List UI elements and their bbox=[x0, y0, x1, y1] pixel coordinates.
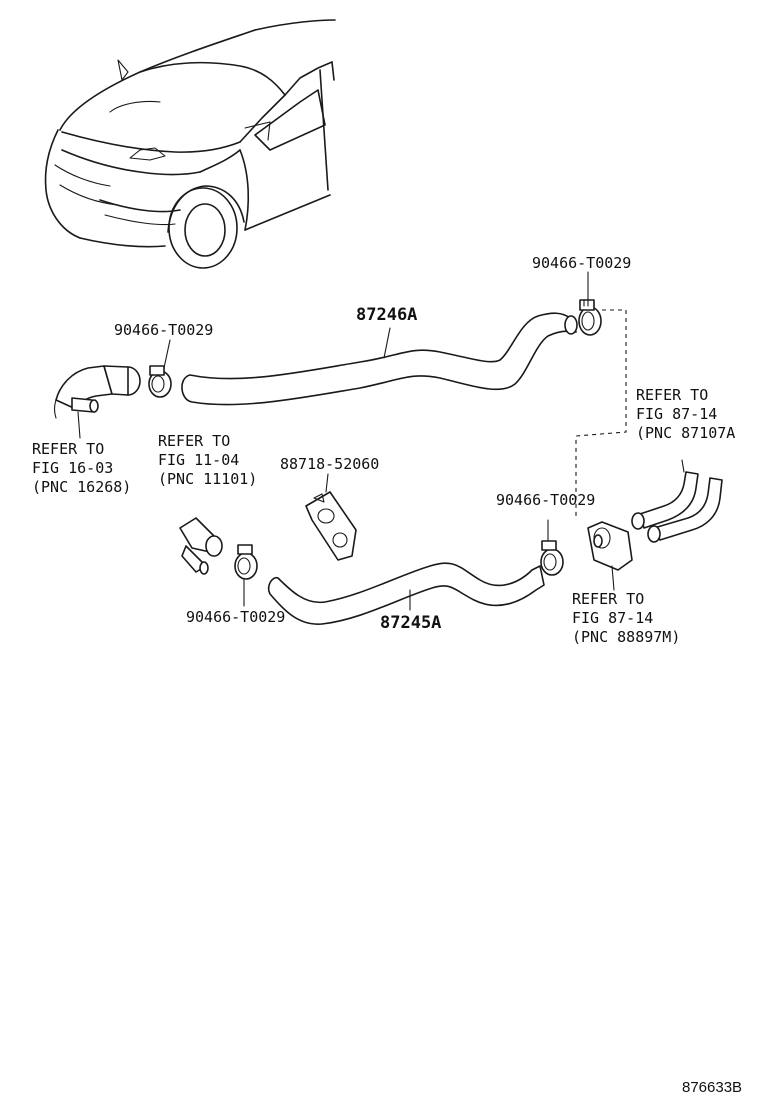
label-refer-87-14-upper-line3: (PNC 87107A bbox=[636, 424, 736, 442]
clamp-top-right bbox=[578, 299, 602, 336]
label-refer-87-14-lower-line3: (PNC 88897M) bbox=[572, 628, 681, 646]
clamp-lower-right bbox=[540, 540, 564, 576]
label-refer-87-14-upper-line2: FIG 87-14 bbox=[636, 405, 718, 423]
clamp-lower-left bbox=[234, 544, 258, 580]
document-code: 876633B bbox=[682, 1079, 743, 1096]
label-refer-87-14-lower-line2: FIG 87-14 bbox=[572, 609, 654, 627]
label-hose-upper: 87246A bbox=[356, 305, 418, 325]
label-refer-11-04-line3: (PNC 11101) bbox=[158, 470, 258, 488]
vehicle-illustration bbox=[44, 19, 336, 269]
bracket-88718 bbox=[305, 491, 357, 561]
heater-pipes bbox=[631, 459, 723, 543]
label-clamp-top-right: 90466-T0029 bbox=[532, 254, 632, 272]
engine-pipe-left bbox=[53, 365, 141, 419]
label-refer-16-03-line1: REFER TO bbox=[32, 440, 105, 458]
label-refer-87-14-upper-line1: REFER TO bbox=[636, 386, 709, 404]
label-clamp-right-lower: 90466-T0029 bbox=[496, 491, 596, 509]
label-refer-87-14-lower-line1: REFER TO bbox=[572, 590, 645, 608]
label-clamp-bottom-left: 90466-T0029 bbox=[186, 608, 286, 626]
hose-87245a bbox=[267, 562, 545, 625]
heater-connector bbox=[587, 521, 633, 591]
clamp-left bbox=[148, 365, 172, 398]
label-hose-lower: 87245A bbox=[380, 613, 442, 633]
label-refer-16-03-line3: (PNC 16268) bbox=[32, 478, 132, 496]
label-refer-11-04-line2: FIG 11-04 bbox=[158, 451, 240, 469]
engine-fitting-lower bbox=[179, 517, 223, 575]
label-clamp-left: 90466-T0029 bbox=[114, 321, 214, 339]
label-refer-11-04-line1: REFER TO bbox=[158, 432, 231, 450]
label-refer-16-03-line2: FIG 16-03 bbox=[32, 459, 114, 477]
hose-87246a bbox=[181, 312, 578, 406]
label-bracket: 88718-52060 bbox=[280, 455, 380, 473]
